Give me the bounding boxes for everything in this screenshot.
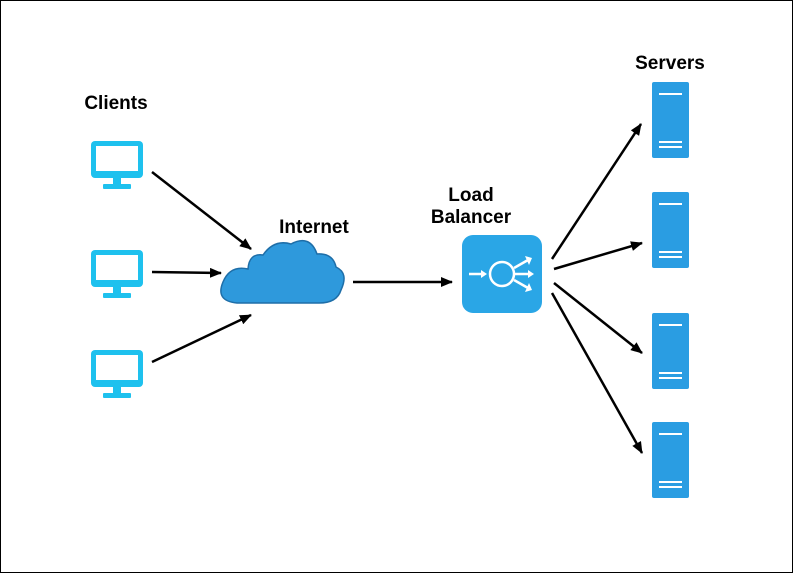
server-3-icon bbox=[652, 313, 689, 389]
load-balancer-label-line1: Load bbox=[448, 185, 494, 206]
arrow-load-balancer-to-server-4 bbox=[550, 292, 644, 454]
client-3-monitor-icon bbox=[91, 350, 143, 398]
client-2-monitor-icon bbox=[91, 250, 143, 298]
internet-cloud-icon bbox=[220, 239, 345, 304]
servers-label: Servers bbox=[635, 53, 705, 74]
arrow-client-2-to-internet bbox=[151, 267, 222, 278]
internet-label: Internet bbox=[279, 217, 349, 238]
arrow-client-1-to-internet bbox=[151, 171, 252, 250]
server-2-icon bbox=[652, 192, 689, 268]
load-balancer-label: Load Balancer bbox=[411, 185, 531, 229]
load-balancer-icon bbox=[462, 235, 542, 313]
server-4-icon bbox=[652, 422, 689, 498]
arrow-load-balancer-to-server-1 bbox=[550, 123, 643, 260]
arrow-load-balancer-to-server-2 bbox=[553, 241, 643, 271]
clients-label: Clients bbox=[84, 93, 148, 114]
server-1-icon bbox=[652, 82, 689, 158]
client-1-monitor-icon bbox=[91, 141, 143, 189]
arrow-client-3-to-internet bbox=[151, 313, 252, 364]
load-balancer-label-line2: Balancer bbox=[430, 207, 512, 228]
arrow-load-balancer-to-server-3 bbox=[553, 282, 643, 354]
